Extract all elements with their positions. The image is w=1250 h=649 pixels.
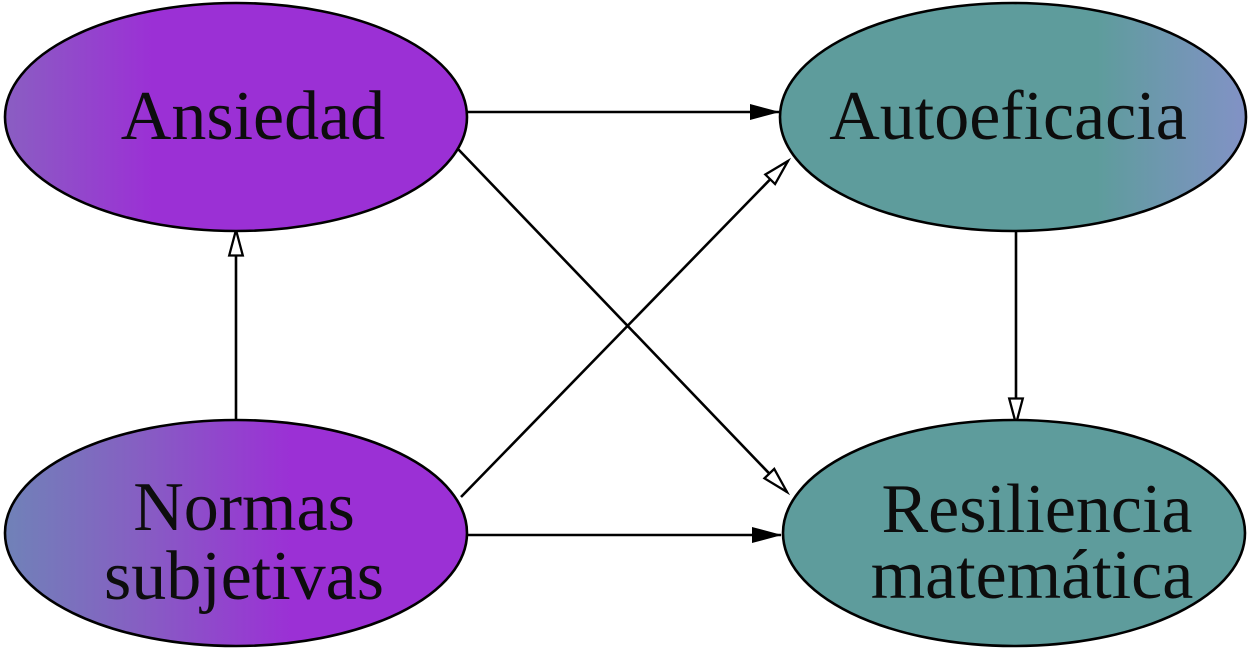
node-resiliencia-matematica-ellipse xyxy=(781,418,1247,648)
node-autoeficacia-label: Autoeficacia xyxy=(829,78,1187,155)
edge-normas-to-autoeficacia xyxy=(460,157,792,498)
node-ansiedad-ellipse xyxy=(3,1,469,233)
node-resiliencia-matematica-label-line2: matemática xyxy=(871,537,1194,614)
node-normas-subjetivas-label-line1: Normas xyxy=(133,469,355,546)
node-ansiedad-label: Ansiedad xyxy=(121,78,385,155)
node-normas-subjetivas-ellipse xyxy=(3,418,469,648)
node-normas-subjetivas-label-line2: subjetivas xyxy=(104,538,384,615)
edge-ansiedad-to-resiliencia xyxy=(457,148,791,496)
node-resiliencia-matematica-label-line1: Resiliencia xyxy=(881,471,1192,548)
node-autoeficacia-ellipse xyxy=(778,1,1248,233)
